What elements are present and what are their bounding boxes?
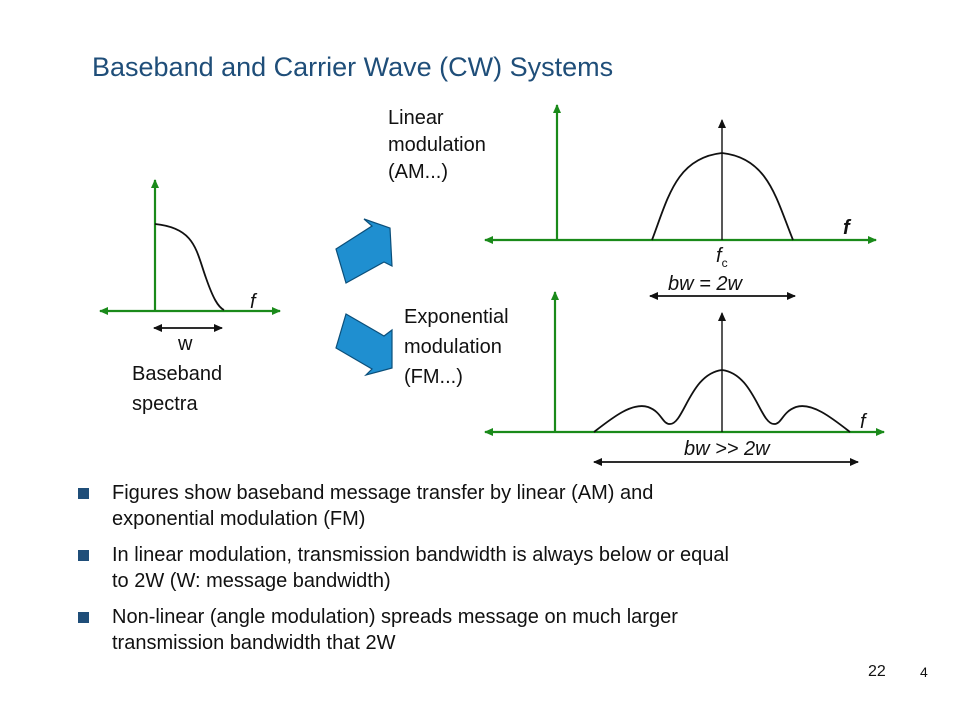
bullet-list: Figures show baseband message transfer b… bbox=[78, 480, 878, 666]
bullet-item: In linear modulation, transmission bandw… bbox=[78, 542, 878, 594]
bullet-item: Figures show baseband message transfer b… bbox=[78, 480, 878, 532]
bullet-text: In linear modulation, transmission bandw… bbox=[112, 544, 729, 566]
linear-label-line1: Linear bbox=[388, 107, 444, 129]
bullet-square-icon bbox=[78, 612, 89, 623]
baseband-w-label: w bbox=[178, 333, 193, 355]
fc-main: f bbox=[716, 245, 722, 267]
bullet-text: to 2W (W: message bandwidth) bbox=[112, 570, 391, 592]
linear-f-label: f bbox=[843, 217, 850, 239]
bullet-square-icon bbox=[78, 488, 89, 499]
bullet-text: Figures show baseband message transfer b… bbox=[112, 482, 654, 504]
bullet-text: transmission bandwidth that 2W bbox=[112, 632, 396, 654]
exp-spectrum-curve bbox=[593, 369, 851, 433]
baseband-f-label: f bbox=[250, 291, 256, 313]
bullet-square-icon bbox=[78, 550, 89, 561]
exp-label-line3: (FM...) bbox=[404, 366, 463, 388]
baseband-spectrum-curve bbox=[154, 223, 225, 311]
bullet-text: exponential modulation (FM) bbox=[112, 508, 366, 530]
exp-label-line2: modulation bbox=[404, 336, 502, 358]
arrow-to-linear bbox=[335, 218, 393, 284]
linear-bw-label: bw = 2w bbox=[668, 273, 742, 295]
exp-f-label: f bbox=[860, 411, 866, 433]
linear-spectrum-curve bbox=[651, 152, 794, 241]
linear-fc-label: fc bbox=[716, 244, 728, 275]
exp-label-line1: Exponential bbox=[404, 306, 509, 328]
bullet-item: Non-linear (angle modulation) spreads me… bbox=[78, 604, 878, 656]
baseband-caption-line2: spectra bbox=[132, 393, 198, 415]
spectra-diagram bbox=[99, 104, 885, 466]
exp-bw-label: bw >> 2w bbox=[684, 438, 770, 460]
linear-label-line3: (AM...) bbox=[388, 161, 448, 183]
linear-label-line2: modulation bbox=[388, 134, 486, 156]
baseband-caption-line1: Baseband bbox=[132, 363, 223, 385]
arrow-to-exponential bbox=[335, 313, 393, 377]
edge-mark: 4 bbox=[920, 664, 928, 680]
fc-sub: c bbox=[721, 256, 728, 270]
bullet-text: Non-linear (angle modulation) spreads me… bbox=[112, 606, 678, 628]
slide-number: 22 bbox=[868, 663, 886, 680]
slide-title: Baseband and Carrier Wave (CW) Systems bbox=[92, 52, 614, 82]
